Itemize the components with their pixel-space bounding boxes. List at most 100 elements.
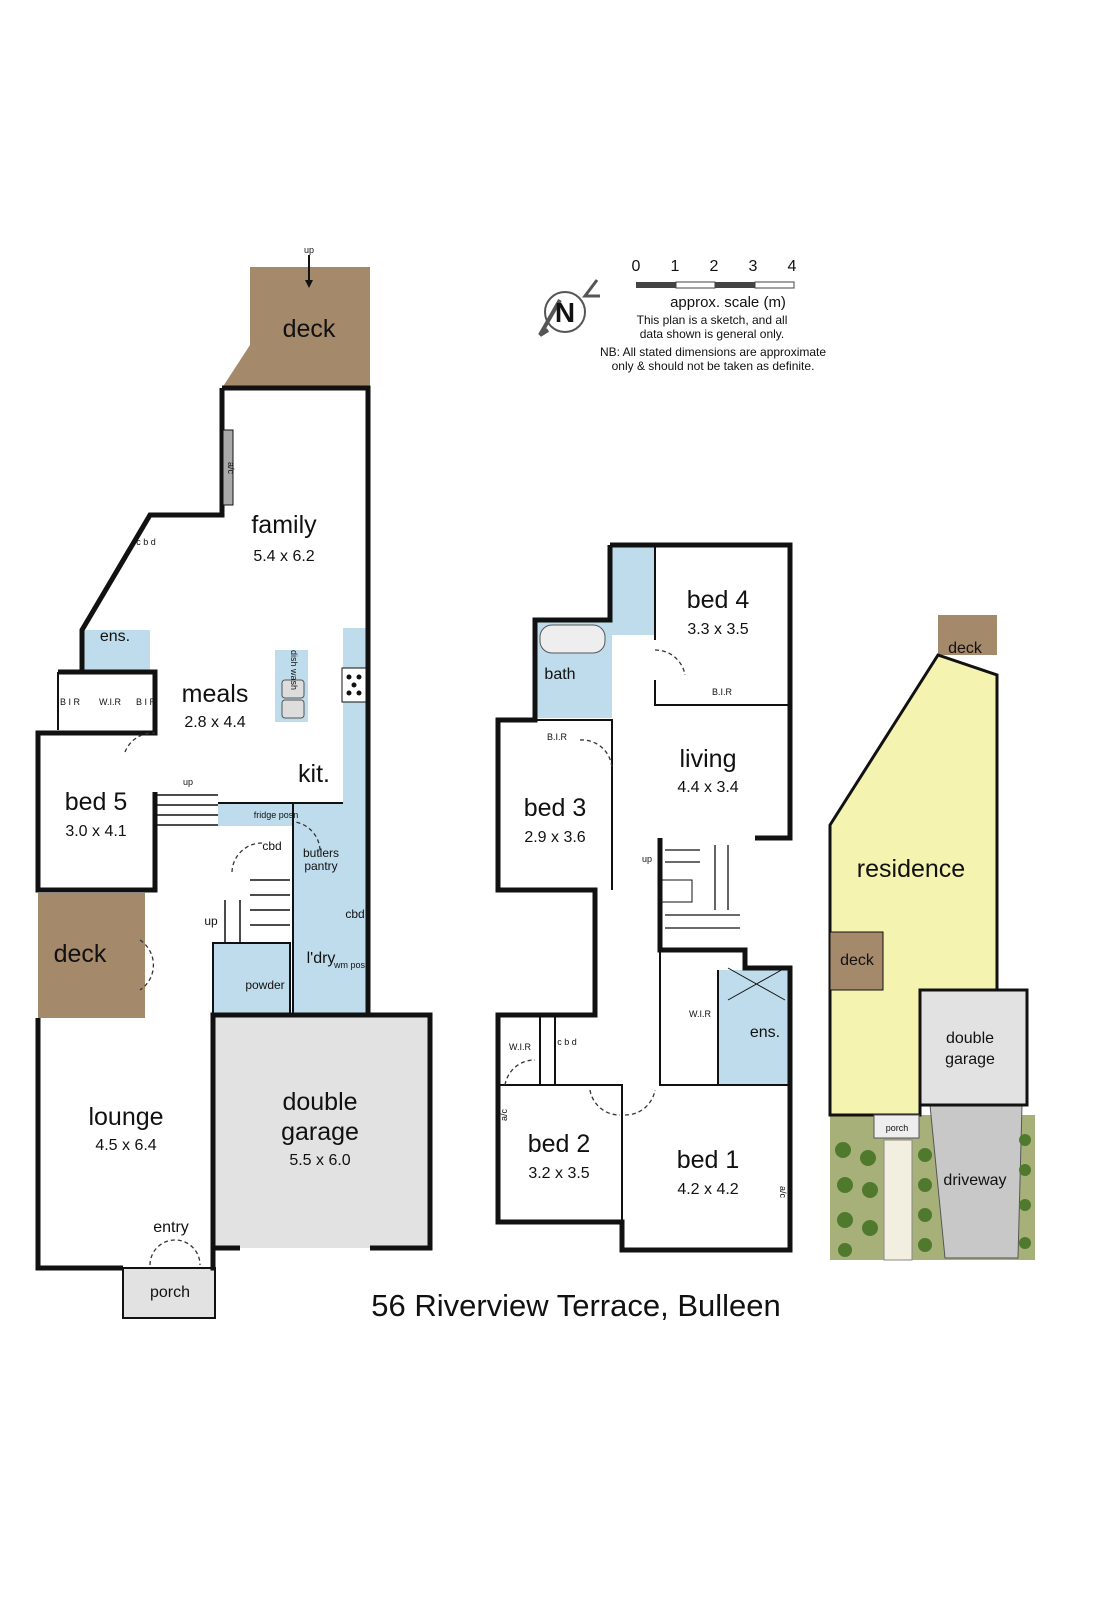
site-deck-top-label: deck xyxy=(948,640,983,657)
lounge-label: lounge xyxy=(88,1103,163,1131)
legend: N 0 1 2 3 4 approx. scale (m) This plan … xyxy=(538,258,826,373)
driveway-label: driveway xyxy=(943,1172,1006,1189)
deck-top-label: deck xyxy=(283,315,336,343)
north-arrow-icon xyxy=(544,291,586,333)
residence-label: residence xyxy=(857,855,965,883)
scale-label: approx. scale (m) xyxy=(670,294,786,311)
door-bed1-bed2 xyxy=(589,1089,656,1116)
scale-tick-4: 4 xyxy=(788,258,797,275)
entry-door xyxy=(149,1239,201,1266)
disclaimer-2: data shown is general only. xyxy=(640,327,785,341)
bed1-label: bed 1 xyxy=(677,1146,740,1174)
scale-bar xyxy=(636,281,795,289)
north-label: N xyxy=(555,297,575,328)
pantry-laundry xyxy=(293,803,343,1013)
meals-label: meals xyxy=(182,680,249,708)
ac-bed1: a/c xyxy=(778,1186,788,1199)
stairs-upper xyxy=(665,845,740,929)
disclaimer-1: This plan is a sketch, and all xyxy=(637,313,788,327)
ens-upper-label: ens. xyxy=(750,1024,780,1041)
powder-label: powder xyxy=(245,978,284,992)
pantry-label-2: pantry xyxy=(304,859,337,873)
door-bed3 xyxy=(579,739,613,771)
porch-label: porch xyxy=(150,1284,190,1301)
family-dim: 5.4 x 6.2 xyxy=(253,548,314,565)
sink-icon xyxy=(281,699,305,719)
wm-label: wm posn xyxy=(333,960,370,970)
up-upper-label: up xyxy=(642,854,652,864)
up-arrow-head xyxy=(305,280,313,288)
ac-bed2: a/c xyxy=(499,1109,509,1122)
powder-room xyxy=(213,943,290,1013)
wir-bed2: W.I.R xyxy=(509,1042,531,1052)
up-stairs-label: up xyxy=(183,777,193,787)
bed2-dim: 3.2 x 3.5 xyxy=(528,1165,589,1182)
ens-label: ens. xyxy=(100,628,130,645)
meals-dim: 2.8 x 4.4 xyxy=(184,714,245,731)
garage-label-1: double xyxy=(282,1088,357,1116)
living-label: living xyxy=(680,745,737,773)
bed2-label: bed 2 xyxy=(528,1130,591,1158)
wir-label: W.I.R xyxy=(99,697,121,707)
garage-label-2: garage xyxy=(281,1118,359,1146)
bed3-label: bed 3 xyxy=(524,794,587,822)
door-bed5 xyxy=(124,732,156,753)
entry-label: entry xyxy=(153,1219,189,1236)
bed3-dim: 2.9 x 3.6 xyxy=(524,829,585,846)
fridge-label: fridge posn xyxy=(254,810,299,820)
dishwasher-label: dish wash xyxy=(289,650,299,690)
bir-bed3: B.I.R xyxy=(547,732,568,742)
ground-floor: deck up a/c family 5.4 x 6.2 c b d ens. … xyxy=(35,245,433,1319)
up-2-label: up xyxy=(204,914,218,928)
door-wir-bed2 xyxy=(504,1059,536,1086)
bed1-dim: 4.2 x 4.2 xyxy=(677,1181,738,1198)
site-garage-label-2: garage xyxy=(945,1051,995,1068)
scale-tick-2: 2 xyxy=(710,258,719,275)
ensuite-upper-area xyxy=(718,970,788,1086)
property-address-title: 56 Riverview Terrace, Bulleen xyxy=(371,1288,781,1323)
family-label: family xyxy=(251,511,317,539)
site-garage xyxy=(918,988,1029,1107)
bed4-dim: 3.3 x 3.5 xyxy=(687,621,748,638)
ac-unit xyxy=(222,429,234,506)
cbd-upper: c b d xyxy=(557,1037,577,1047)
first-floor: bed 4 3.3 x 3.5 B.I.R bath B.I.R living … xyxy=(495,542,793,1253)
bir-left: B I R xyxy=(60,697,81,707)
site-porch xyxy=(873,1114,920,1139)
fridge-bench xyxy=(218,803,293,826)
porch-area xyxy=(122,1267,216,1319)
pantry-label-1: butlers xyxy=(303,846,339,860)
site-deck-side-label: deck xyxy=(840,952,875,969)
cbd-label: cbd xyxy=(262,839,281,853)
door-pantry xyxy=(294,821,321,851)
stairs xyxy=(155,794,290,943)
scale-tick-3: 3 xyxy=(749,258,758,275)
living-dim: 4.4 x 3.4 xyxy=(677,779,738,796)
wir-bed1: W.I.R xyxy=(689,1009,711,1019)
nb-2: only & should not be taken as definite. xyxy=(612,359,815,373)
bath-label: bath xyxy=(544,666,575,683)
deck-side-label: deck xyxy=(54,940,107,968)
ac-label: a/c xyxy=(226,462,236,475)
bathtub-icon xyxy=(539,624,606,654)
site-garage-label-1: double xyxy=(946,1030,994,1047)
door-bed4 xyxy=(654,649,686,676)
door-cbd xyxy=(231,842,263,873)
bed5-label: bed 5 xyxy=(65,788,128,816)
up-label: up xyxy=(304,245,314,255)
site-deck-side xyxy=(829,931,884,991)
door-deck xyxy=(139,939,154,991)
bed5-dim: 3.0 x 4.1 xyxy=(65,823,126,840)
scale-tick-0: 0 xyxy=(632,258,641,275)
site-deck-top xyxy=(938,615,997,655)
scale-tick-1: 1 xyxy=(671,258,680,275)
garage-dim: 5.5 x 6.0 xyxy=(289,1152,350,1169)
deck-top xyxy=(222,267,370,388)
path xyxy=(883,1139,913,1261)
shrubs xyxy=(835,1134,1031,1257)
bir-right: B I R xyxy=(136,697,157,707)
kit-label: kit. xyxy=(298,760,330,788)
site-plan: deck residence deck double garage porch … xyxy=(828,615,1035,1261)
ensuite-area xyxy=(82,630,150,672)
